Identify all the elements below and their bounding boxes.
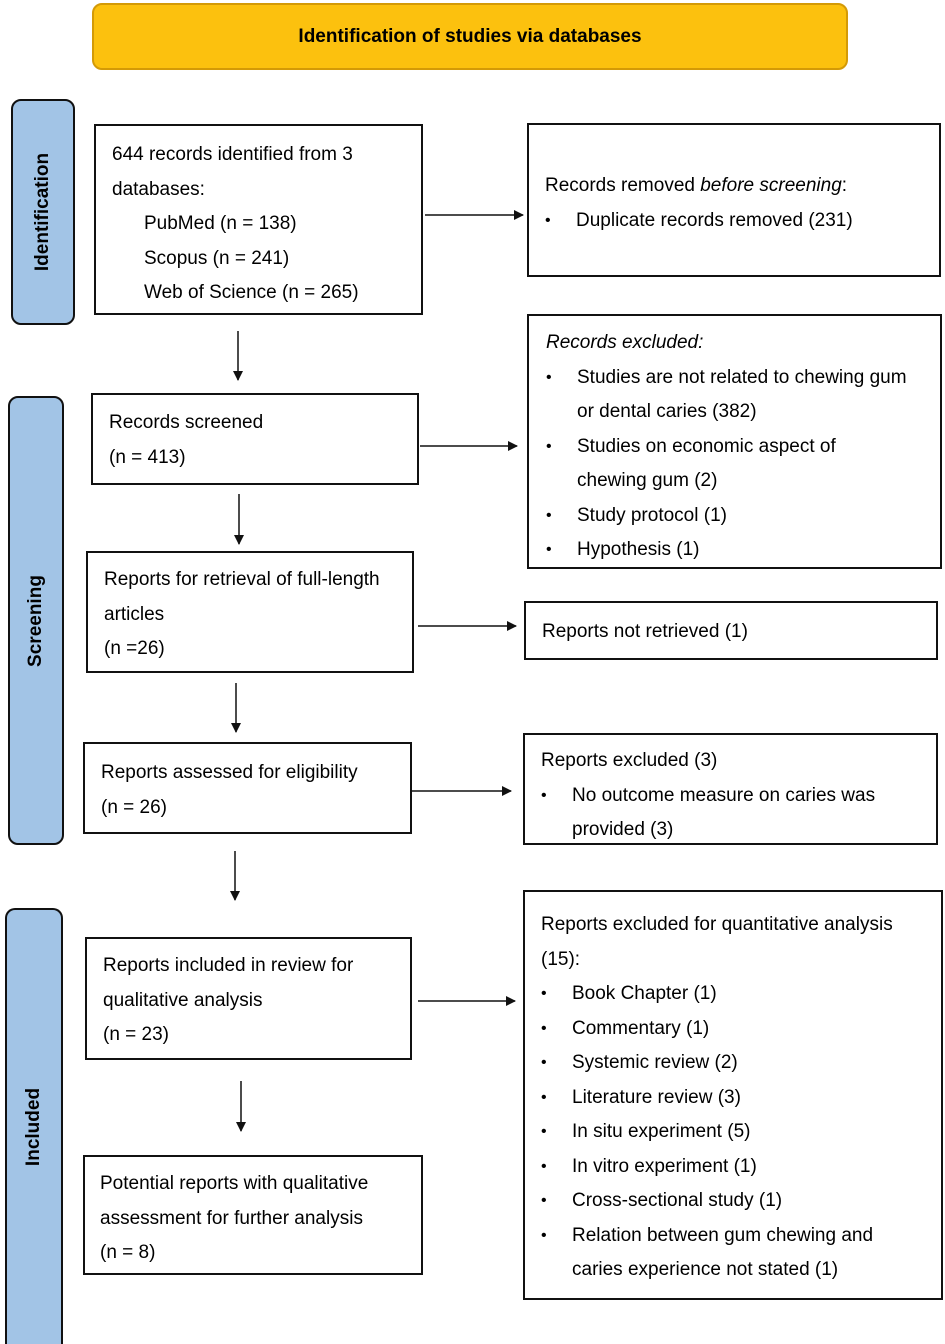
potential-line2: assessment for further analysis (100, 1207, 363, 1229)
identified-wos: Web of Science (n = 265) (144, 282, 359, 303)
reports-excluded-box: Reports excluded (3) No outcome measure … (523, 733, 938, 845)
quant-title2: (15): (541, 948, 581, 970)
reports-included-box: Reports included in review for qualitati… (85, 937, 412, 1060)
reports-excluded-title: Reports excluded (3) (541, 750, 718, 771)
quant-item-7: Cross-sectional study (1) (541, 1184, 941, 1219)
not-retrieved-line1: Reports not retrieved (1) (542, 621, 748, 642)
retrieval-line1: Reports for retrieval of full-length (104, 569, 380, 590)
records-identified-box: 644 records identified from 3 databases:… (94, 124, 423, 315)
removed-title-c: : (841, 175, 848, 196)
excluded-item-3: Study protocol (1) (546, 499, 940, 534)
excluded-item-2a: Studies on economic aspect of (577, 435, 836, 457)
excluded-item-4: Hypothesis (1) (546, 533, 940, 568)
reports-excluded-item-b: provided (3) (572, 819, 674, 840)
records-screened-box: Records screened (n = 413) (91, 393, 419, 485)
quant-item-6: In vitro experiment (1) (541, 1150, 941, 1185)
excluded-item-1: Studies are not related to chewing gum or… (546, 361, 940, 430)
records-excluded-box: Records excluded: Studies are not relate… (527, 314, 942, 569)
quant-item-2: Commentary (1) (541, 1012, 941, 1047)
reports-retrieval-box: Reports for retrieval of full-length art… (86, 551, 414, 673)
retrieval-line3: (n =26) (104, 638, 165, 659)
assessed-line2: (n = 26) (101, 796, 168, 818)
included-line2: qualitative analysis (103, 989, 263, 1011)
excluded-item-1a: Studies are not related to chewing gum (577, 366, 907, 388)
quant-item-3: Systemic review (2) (541, 1046, 941, 1081)
phase-included: Included (5, 908, 63, 1344)
phase-identification: Identification (11, 99, 75, 325)
included-line1: Reports included in review for (103, 955, 354, 976)
potential-line3: (n = 8) (100, 1242, 156, 1263)
removed-title: Records removed before screening: (545, 169, 939, 204)
removed-list: Duplicate records removed (231) (545, 204, 939, 239)
quant-item-5: In situ experiment (5) (541, 1115, 941, 1150)
reports-excluded-item: No outcome measure on caries was provided… (541, 779, 936, 844)
quant-item-8a: Relation between gum chewing and (572, 1224, 874, 1246)
excluded-item-1b: or dental caries (382) (577, 401, 757, 422)
records-removed-box: Records removed before screening: Duplic… (527, 123, 941, 277)
excluded-title: Records excluded: (546, 332, 704, 353)
excluded-list: Studies are not related to chewing gum or… (546, 361, 940, 568)
header-banner: Identification of studies via databases (92, 3, 848, 70)
quant-item-1: Book Chapter (1) (541, 977, 941, 1012)
header-title: Identification of studies via databases (298, 25, 642, 47)
potential-line1: Potential reports with qualitative (100, 1173, 369, 1194)
quant-item-8b: caries experience not stated (1) (572, 1259, 839, 1280)
identified-line2: databases: (112, 178, 205, 200)
quant-item-4: Literature review (3) (541, 1081, 941, 1116)
reports-excluded-item-a: No outcome measure on caries was (572, 784, 876, 806)
phase-screening: Screening (8, 396, 64, 845)
potential-reports-box: Potential reports with qualitative asses… (83, 1155, 423, 1275)
assessed-line1: Reports assessed for eligibility (101, 762, 358, 783)
screened-line1: Records screened (109, 412, 264, 433)
identified-line1: 644 records identified from 3 (112, 144, 353, 165)
identified-scopus: Scopus (n = 241) (144, 247, 290, 269)
excluded-item-2: Studies on economic aspect of chewing gum… (546, 430, 940, 499)
included-line3: (n = 23) (103, 1024, 170, 1045)
removed-title-b: before screening (700, 175, 842, 196)
reports-not-retrieved-box: Reports not retrieved (1) (524, 601, 938, 660)
reports-assessed-box: Reports assessed for eligibility (n = 26… (83, 742, 412, 834)
retrieval-line2: articles (104, 603, 165, 625)
removed-title-a: Records removed (545, 175, 701, 196)
identified-pubmed: PubMed (n = 138) (144, 213, 297, 234)
quant-excluded-box: Reports excluded for quantitative analys… (523, 890, 943, 1300)
removed-item: Duplicate records removed (231) (545, 204, 939, 239)
quant-item-8: Relation between gum chewing and caries e… (541, 1219, 941, 1288)
quant-title1: Reports excluded for quantitative analys… (541, 914, 893, 935)
quant-list: Book Chapter (1) Commentary (1) Systemic… (541, 977, 941, 1288)
reports-excluded-list: No outcome measure on caries was provided… (541, 779, 936, 844)
screened-line2: (n = 413) (109, 446, 186, 468)
excluded-item-2b: chewing gum (2) (577, 470, 718, 491)
